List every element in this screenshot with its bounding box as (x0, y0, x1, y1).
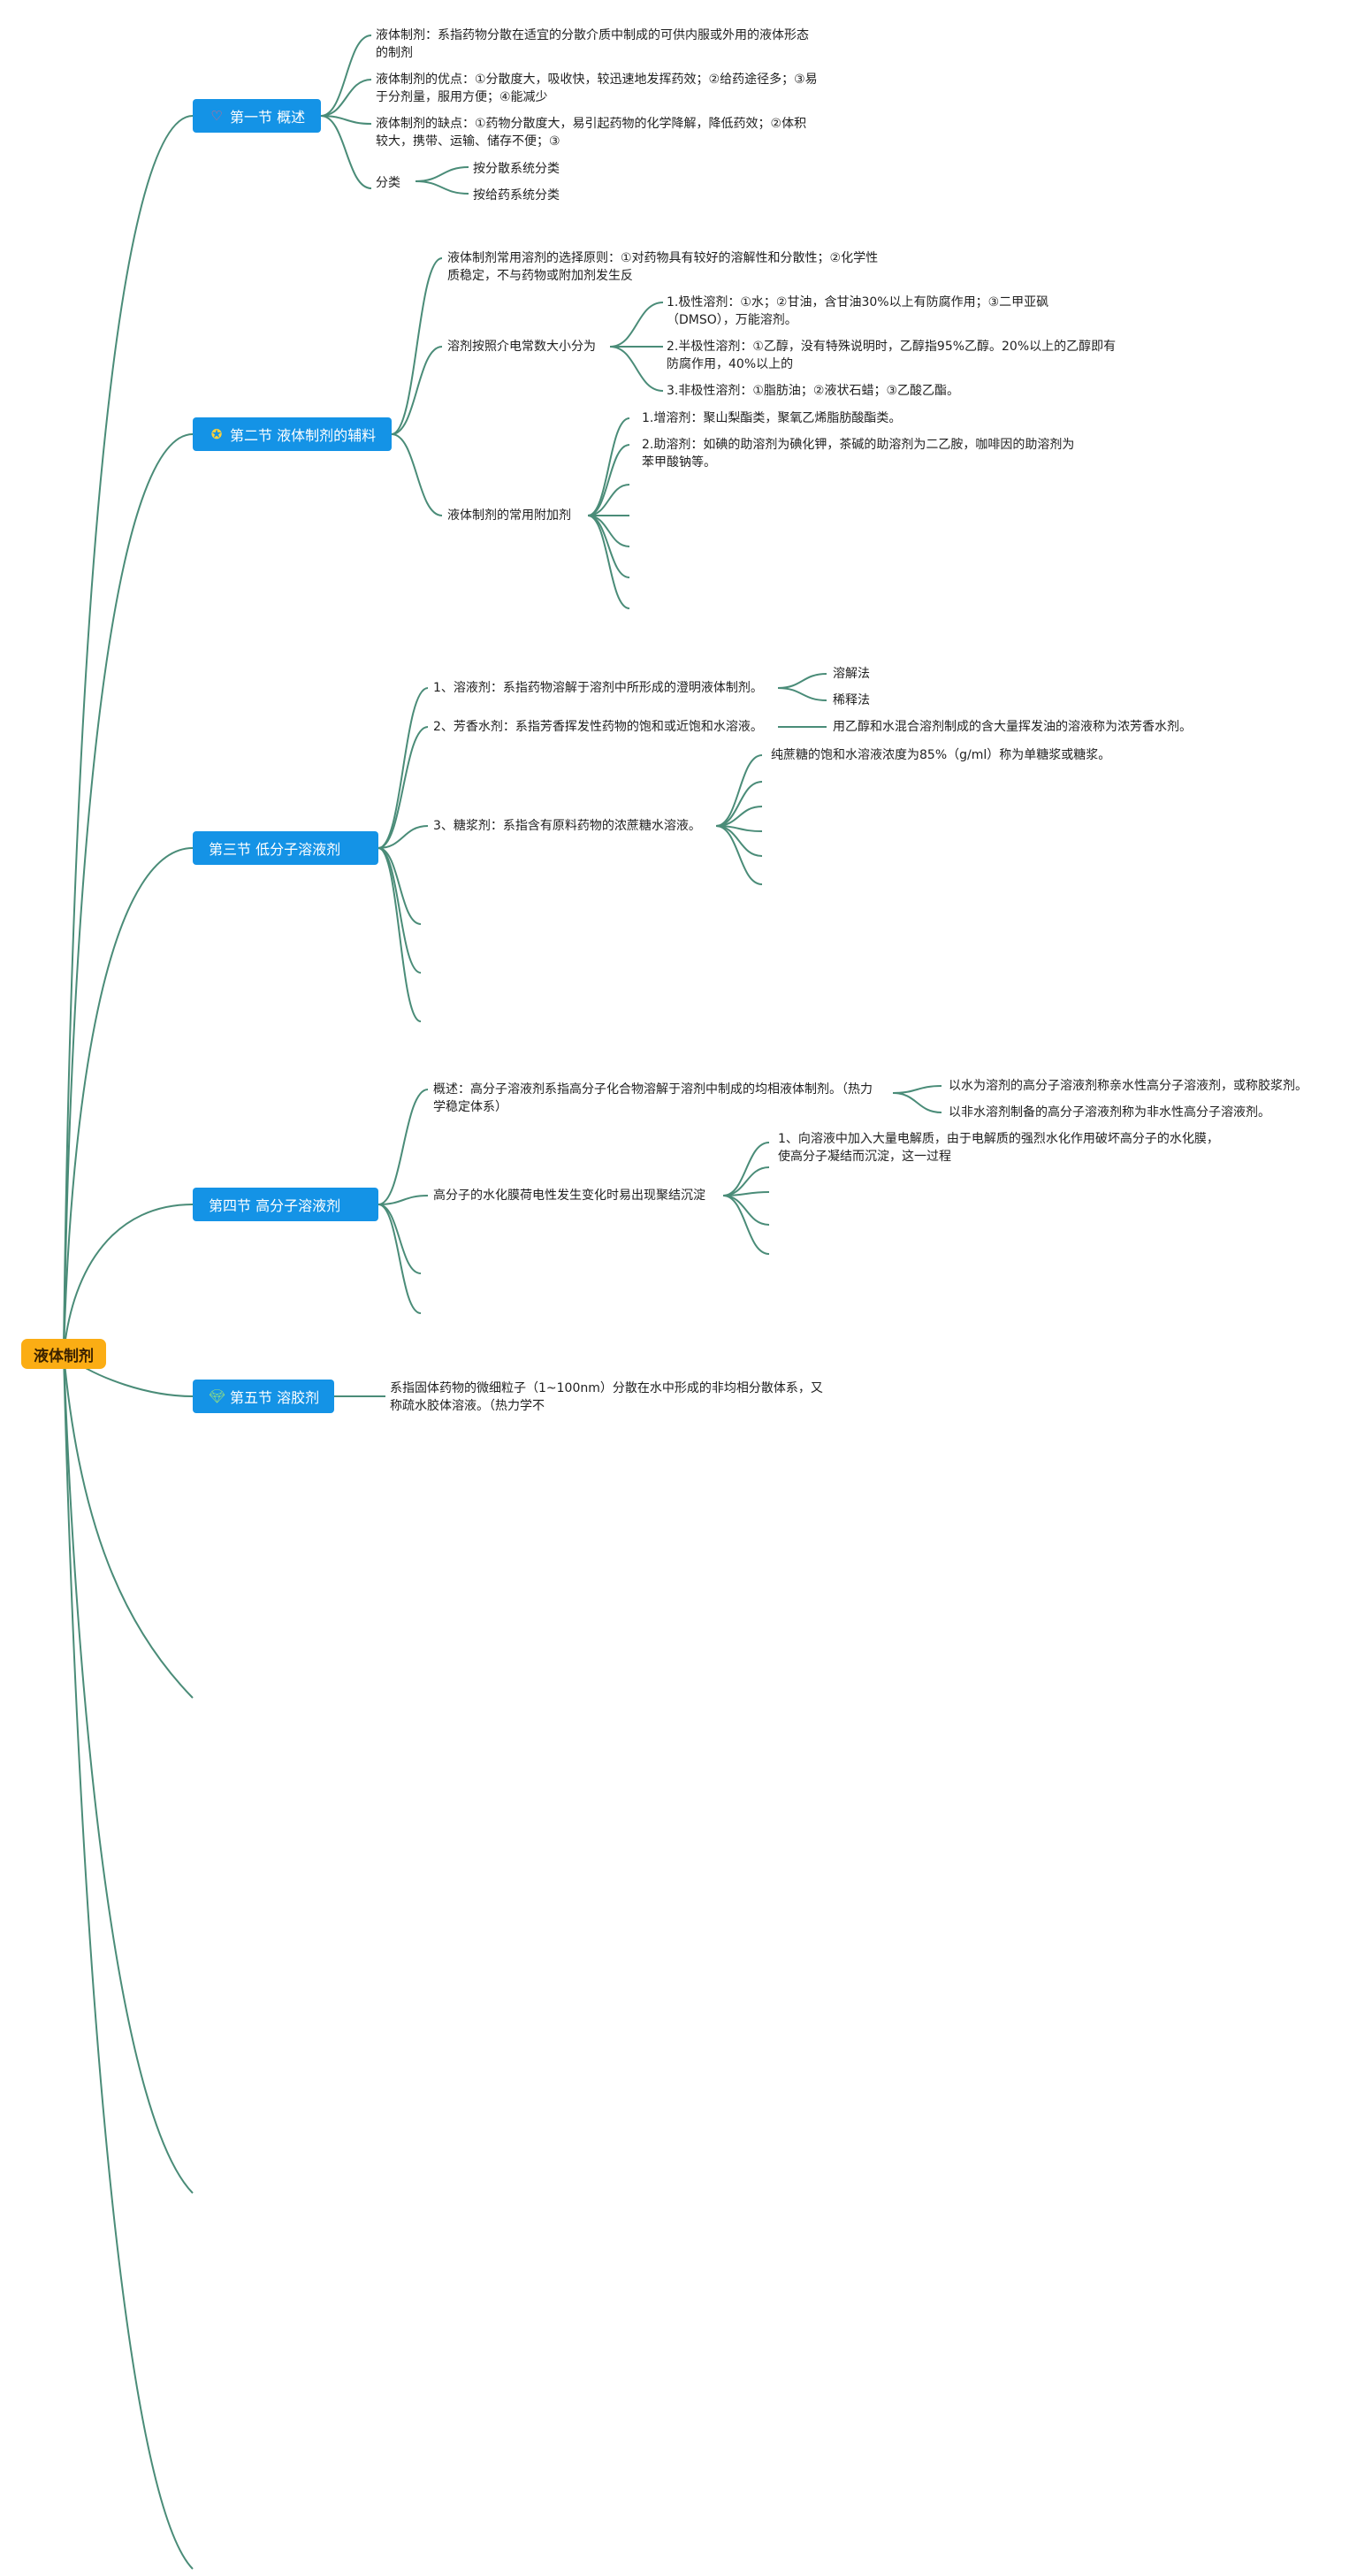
s2-additive-branch (587, 515, 630, 547)
s3-syrup-branch (715, 781, 763, 827)
s2-semipolar-solvent[interactable]: 2.半极性溶剂：①乙醇，没有特殊说明时，乙醇指95%乙醇。20%以上的乙醇即有防… (667, 340, 1117, 371)
s4-branch (377, 1089, 429, 1205)
s2-polar-solvent[interactable]: 1.极性溶剂：①水；②甘油，含甘油30%以上有防腐作用；③二甲亚砜（DMSO），… (667, 295, 1049, 327)
s5-definition[interactable]: 系指固体药物的微细粒子（1~100nm）分散在水中形成的非均相分散体系，又称疏水… (390, 1381, 823, 1413)
s1-class-branch (415, 180, 469, 195)
root-branch-1 (63, 115, 194, 1355)
s1-class-dispersion[interactable]: 按分散系统分类 (473, 162, 560, 176)
s1-branch (320, 34, 372, 117)
s1-class-administration[interactable]: 按给药系统分类 (473, 188, 560, 203)
s4-hydrophilic[interactable]: 以水为溶剂的高分子溶液剂称亲水性高分子溶液剂，或称胶浆剂。 (949, 1079, 1307, 1093)
s3-aromatic-water[interactable]: 2、芳香水剂：系指芳香挥发性药物的饱和或近饱和水溶液。 (433, 720, 763, 734)
s3-dilution-method[interactable]: 稀释法 (833, 693, 870, 707)
section-1-label: 第一节 概述 (230, 109, 306, 126)
s1-class-branch (415, 166, 469, 182)
root-branch-empty (63, 1353, 194, 2570)
s2-solvent-types[interactable]: 溶剂按照介电常数大小分为 (447, 340, 596, 354)
section-2-label: 第二节 液体制剂的辅料 (230, 427, 377, 444)
s2-additive-branch (587, 515, 630, 578)
s4-overview-branch (892, 1085, 942, 1094)
s2-nonpolar-solvent[interactable]: 3.非极性溶剂：①脂肪油；②液状石蜡；③乙酸乙酯。 (667, 384, 960, 398)
root-branch-3 (63, 847, 194, 1355)
s1-branch (320, 79, 372, 117)
s1-branch (320, 115, 372, 189)
s4-overview-branch (892, 1092, 942, 1113)
s3-empty-branch (377, 847, 422, 1022)
s2-additive-branch (587, 515, 630, 609)
s4-overview[interactable]: 概述：高分子溶液剂系指高分子化合物溶解于溶剂中制成的均相液体制剂。（热力学稳定体… (433, 1082, 873, 1114)
s2-additive-branch (587, 417, 630, 516)
s2-cosolvent[interactable]: 2.助溶剂：如碘的助溶剂为碘化钾，茶碱的助溶剂为二乙胺，咖啡因的助溶剂为苯甲酸钠… (642, 438, 1075, 470)
s4-aggregation-branch (722, 1191, 770, 1196)
s4-aggregation-branch (722, 1166, 770, 1196)
s3-method-branch (777, 673, 827, 689)
s4-empty-branch (377, 1204, 422, 1274)
s2-branch (391, 346, 443, 435)
s4-electrolyte[interactable]: 1、向溶液中加入大量电解质，由于电解质的强烈水化作用破坏高分子的水化膜，使高分子… (778, 1132, 1219, 1164)
s3-syrup-branch (715, 806, 763, 827)
gem-icon: 💎︎ (209, 1388, 226, 1404)
heart-icon: ♡ (210, 108, 223, 124)
s4-aggregation-branch (722, 1142, 770, 1196)
s2-branch (391, 433, 443, 516)
root-branch-empty (63, 1353, 194, 2194)
s3-branch (377, 825, 429, 849)
section-3-label: 第三节 低分子溶液剂 (209, 841, 341, 858)
s2-solvent-principle[interactable]: 液体制剂常用溶剂的选择原则：①对药物具有较好的溶解性和分散性；②化学性质稳定，不… (447, 251, 879, 283)
s3-branch (377, 726, 429, 849)
s2-branch (391, 257, 443, 435)
s1-advantages[interactable]: 液体制剂的优点：①分散度大，吸收快，较迅速地发挥药效；②给药途径多；③易于分剂量… (376, 73, 818, 104)
s4-branch (377, 1195, 429, 1205)
section-5-node[interactable]: 💎︎ 第五节 溶胶剂 (193, 1380, 334, 1413)
s3-syrup-branch (715, 825, 763, 857)
s3-aromatic-note[interactable]: 用乙醇和水混合溶剂制成的含大量挥发油的溶液称为浓芳香水剂。 (833, 720, 1192, 734)
root-branch-2 (63, 433, 194, 1355)
s4-aggregation[interactable]: 高分子的水化膜荷电性发生变化时易出现聚结沉淀 (433, 1189, 705, 1203)
section-4-node[interactable]: 第四节 高分子溶液剂 (193, 1188, 378, 1221)
root-branch-4 (63, 1204, 194, 1355)
s2-additive-branch (587, 484, 630, 516)
root-branch-empty (63, 1353, 194, 1699)
s1-branch (320, 115, 372, 125)
s3-syrup[interactable]: 3、糖浆剂：系指含有原料药物的浓蔗糖水溶液。 (433, 819, 701, 833)
s4-aggregation-branch (722, 1195, 770, 1226)
s4-nonaqueous[interactable]: 以非水溶剂制备的高分子溶液剂称为非水性高分子溶液剂。 (949, 1105, 1270, 1120)
section-5-label: 第五节 溶胶剂 (230, 1389, 320, 1406)
s3-empty-branch (377, 847, 422, 974)
root-node[interactable]: 液体制剂 (21, 1339, 106, 1369)
section-3-node[interactable]: 第三节 低分子溶液剂 (193, 831, 378, 865)
s2-solvent-branch (609, 346, 664, 392)
s2-solubilizer[interactable]: 1.增溶剂：聚山梨酯类，聚氧乙烯脂肪酸酯类。 (642, 411, 902, 425)
s4-empty-branch (377, 1204, 422, 1314)
s3-syrup-branch (715, 825, 763, 885)
badge-icon: ✪ (210, 426, 223, 442)
s2-solvent-branch (609, 302, 664, 348)
s3-syrup-note[interactable]: 纯蔗糖的饱和水溶液浓度为85%（g/ml）称为单糖浆或糖浆。 (771, 748, 1111, 762)
s2-additives[interactable]: 液体制剂的常用附加剂 (447, 508, 571, 523)
s1-disadvantages[interactable]: 液体制剂的缺点：①药物分散度大，易引起药物的化学降解，降低药效；②体积较大，携带… (376, 117, 807, 149)
section-4-label: 第四节 高分子溶液剂 (209, 1197, 341, 1214)
s4-aggregation-branch (722, 1195, 770, 1255)
s2-additive-branch (587, 444, 630, 516)
s3-branch (377, 687, 429, 849)
section-2-node[interactable]: ✪ 第二节 液体制剂的辅料 (193, 417, 392, 451)
s3-solution[interactable]: 1、溶液剂：系指药物溶解于溶剂中所形成的澄明液体制剂。 (433, 681, 763, 695)
s1-classification[interactable]: 分类 (376, 176, 400, 190)
s3-syrup-branch (715, 825, 763, 832)
s3-empty-branch (377, 847, 422, 925)
s3-method-branch (777, 687, 827, 701)
s3-dissolution-method[interactable]: 溶解法 (833, 667, 870, 681)
section-1-node[interactable]: ♡ 第一节 概述 (193, 99, 321, 133)
s1-definition[interactable]: 液体制剂：系指药物分散在适宜的分散介质中制成的可供内服或外用的液体形态的制剂 (376, 28, 809, 60)
s3-syrup-branch (715, 754, 763, 827)
